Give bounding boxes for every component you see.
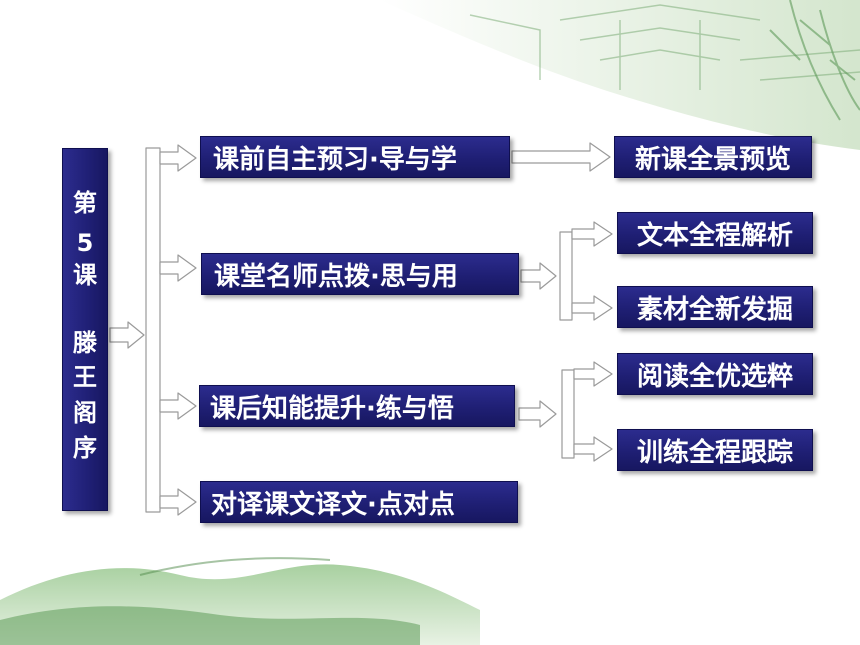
title-char-ke: 课: [73, 261, 97, 289]
title-char-wang: 王: [73, 363, 97, 391]
node-preview-study[interactable]: 课前自主预习·导与学: [200, 136, 510, 178]
title-char-number: 5: [76, 229, 94, 257]
branch-arrow-2: [159, 254, 197, 282]
mountain-ridge: [139, 557, 331, 576]
node-classroom-guidance[interactable]: 课堂名师点拨·思与用: [201, 253, 519, 295]
mountain-foreground: [0, 606, 420, 645]
node-preview-study-label: 课前自主预习·导与学: [213, 144, 457, 175]
node-material-discovery-label: 素材全新发掘: [636, 294, 793, 325]
fork-arrow-3b: [573, 436, 613, 462]
fork-arrow-3a: [573, 361, 613, 387]
title-char-teng: 滕: [73, 329, 97, 357]
node-lesson-overview[interactable]: 新课全景预览: [614, 136, 812, 178]
lesson-title-box: 第 5 课 滕 王 阁 序: [62, 148, 108, 511]
branch-arrow-4: [159, 488, 197, 516]
node-classroom-guidance-label: 课堂名师点拨·思与用: [214, 261, 458, 292]
fork-bracket-2: [559, 231, 573, 321]
arrow-preview: [511, 142, 611, 172]
title-arrow: [109, 321, 145, 349]
fork-arrow-2: [520, 262, 557, 290]
node-text-analysis[interactable]: 文本全程解析: [617, 212, 813, 254]
node-material-discovery[interactable]: 素材全新发掘: [617, 286, 813, 328]
node-translation-compare-label: 对译课文译文·点对点: [211, 489, 455, 520]
node-lesson-overview-label: 新课全景预览: [634, 144, 791, 175]
branch-arrow-1: [159, 144, 197, 172]
node-after-class-improve[interactable]: 课后知能提升·练与悟: [199, 385, 515, 427]
title-char-di: 第: [73, 189, 97, 217]
node-training-tracking-label: 训练全程跟踪: [636, 437, 793, 468]
fork-arrow-2a: [571, 221, 613, 247]
title-char-ge: 阁: [73, 399, 97, 427]
branch-arrow-3: [159, 392, 197, 420]
node-translation-compare[interactable]: 对译课文译文·点对点: [200, 481, 518, 523]
bamboo-leaves: [769, 0, 860, 121]
pagoda-sketch: [469, 4, 860, 90]
node-reading-selection-label: 阅读全优选粹: [636, 361, 793, 392]
node-reading-selection[interactable]: 阅读全优选粹: [617, 353, 813, 395]
title-char-xu: 序: [73, 434, 97, 462]
node-after-class-improve-label: 课后知能提升·练与悟: [210, 393, 454, 424]
main-bracket: [145, 147, 161, 513]
node-text-analysis-label: 文本全程解析: [636, 220, 793, 251]
fork-arrow-3: [518, 400, 557, 428]
fork-bracket-3: [561, 369, 575, 459]
fork-arrow-2b: [571, 295, 613, 321]
node-training-tracking[interactable]: 训练全程跟踪: [617, 429, 813, 471]
